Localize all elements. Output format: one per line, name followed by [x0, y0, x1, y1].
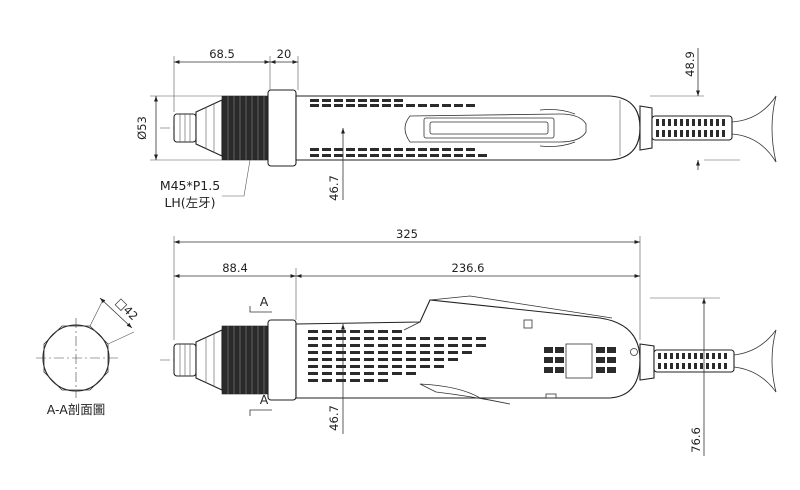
dim-offset-top: 46.7: [327, 175, 341, 201]
dim-nose-length: 68.5: [209, 47, 235, 61]
dim-rear-length: 236.6: [452, 261, 485, 275]
section-caption: A-A剖面圖: [47, 402, 106, 417]
side-view: 325 88.4 236.6 46.7 76.6 A A: [160, 227, 777, 456]
dim-height-top: 48.9: [683, 51, 697, 77]
section-mark-top: A: [260, 294, 269, 309]
dim-offset-side: 46.7: [327, 405, 341, 431]
dim-across-flats: □42: [113, 295, 141, 323]
section-mark-bottom: A: [260, 392, 269, 407]
top-view: 68.5 20 Ø53 48.9 46.7 M45*P1.5 LH(左牙): [135, 47, 777, 210]
thread-label-line1: M45*P1.5: [160, 178, 220, 193]
bit-tip: [173, 113, 197, 143]
top-dimensions: 68.5 20 Ø53 48.9 46.7 M45*P1.5 LH(左牙): [135, 47, 740, 210]
cord-side: [653, 329, 777, 393]
threaded-collar: [221, 95, 269, 161]
dim-height-side: 76.6: [689, 427, 703, 453]
handle-body-side: [295, 295, 641, 405]
handle-body-top: [295, 95, 641, 161]
side-dimensions: 325 88.4 236.6 46.7 76.6 A A: [173, 227, 720, 456]
cord-top: [651, 95, 777, 163]
dim-front-length: 88.4: [222, 261, 248, 275]
section-view: □42 A-A剖面圖: [36, 295, 141, 417]
dim-collar-length: 20: [277, 47, 292, 61]
thread-label-line2: LH(左牙): [164, 195, 215, 210]
dim-total-length: 325: [396, 227, 418, 241]
dim-diameter: Ø53: [135, 116, 149, 140]
